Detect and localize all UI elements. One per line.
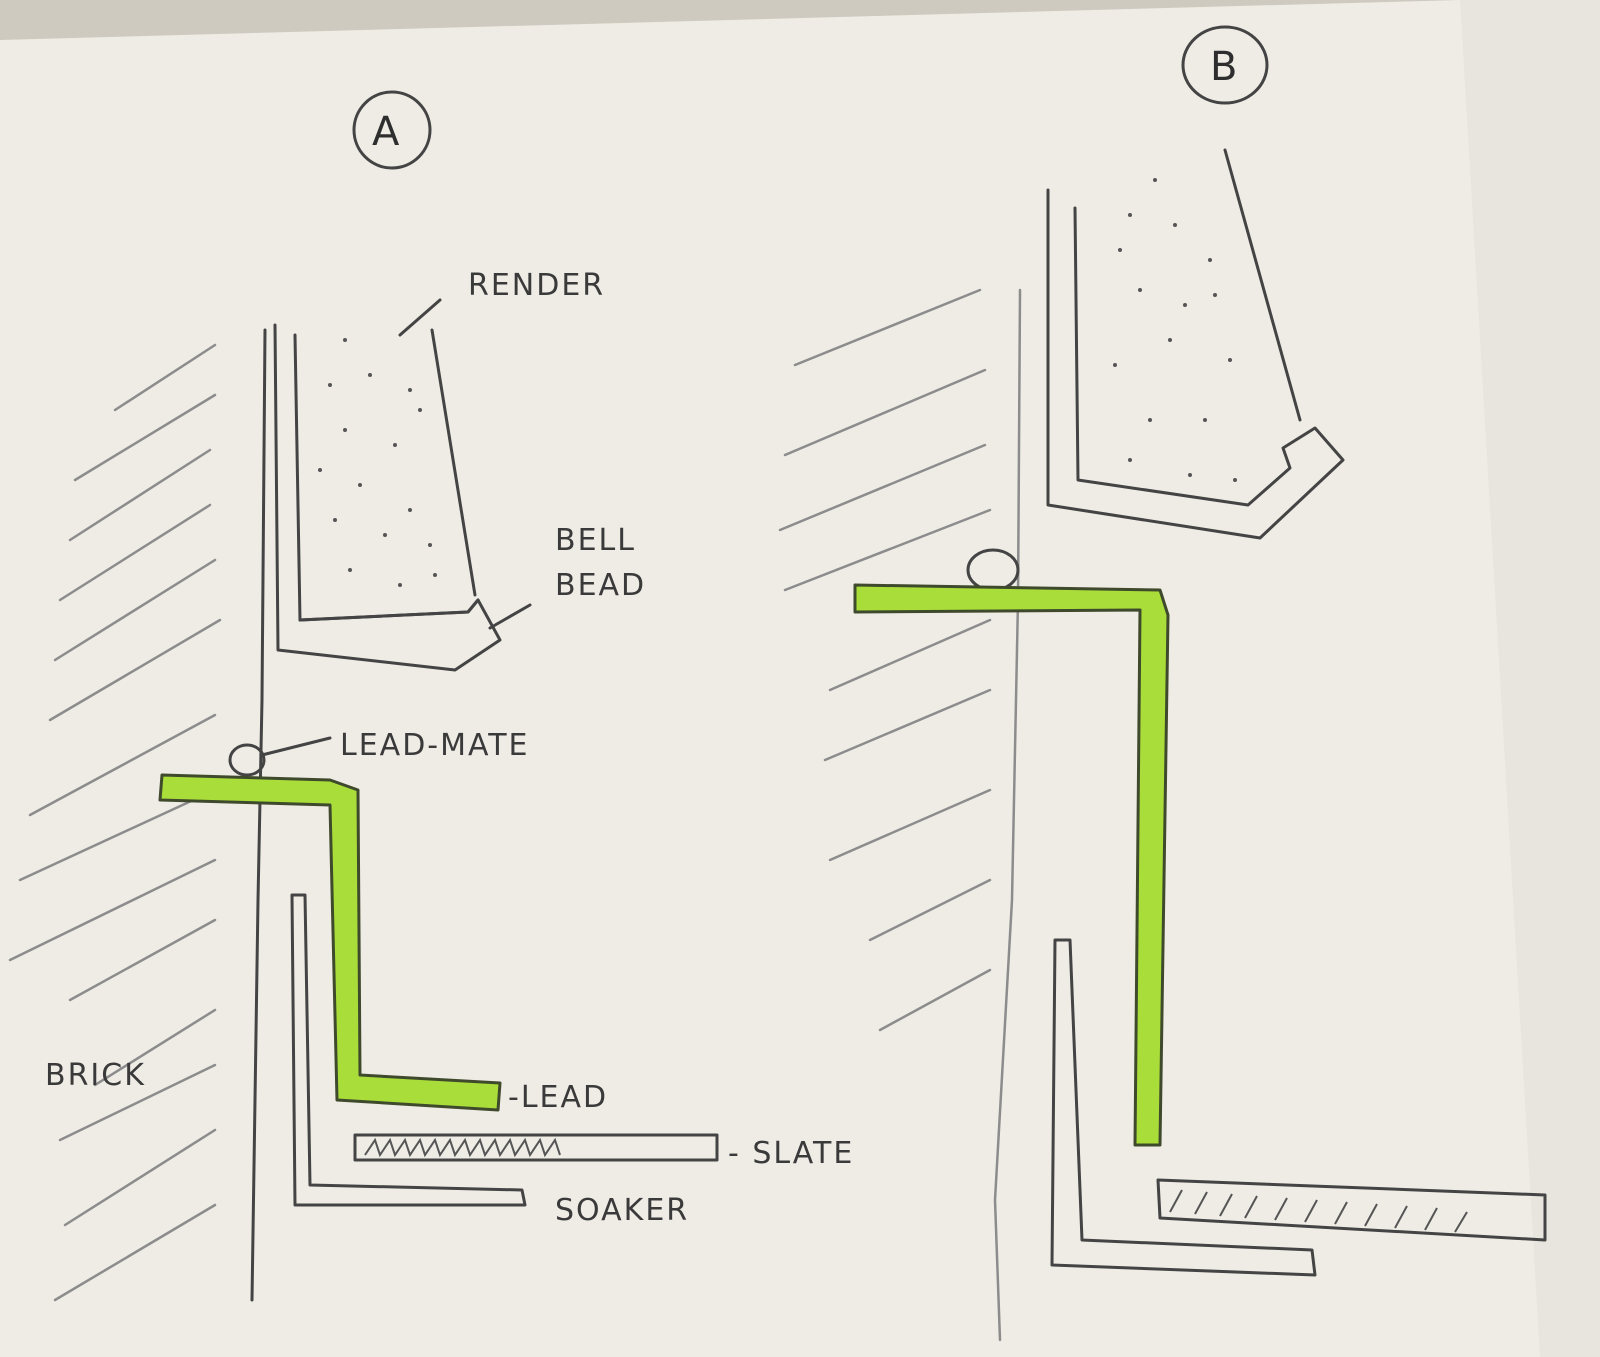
panel-a: A xyxy=(8,90,854,1302)
panel-a-circle xyxy=(352,90,432,170)
label-bell: BELL xyxy=(555,523,636,558)
render-body-b xyxy=(1046,188,1345,540)
render-outer-a xyxy=(430,328,477,597)
render-texture-a xyxy=(318,338,437,587)
label-slate: - SLATE xyxy=(728,1136,854,1171)
slate-hatch-a xyxy=(364,1137,561,1158)
brick-hatching-a xyxy=(8,343,222,1302)
soaker-a xyxy=(290,893,527,1207)
panel-b-letter: B xyxy=(1210,44,1237,90)
brick-hatching-b xyxy=(778,288,992,1032)
label-render: RENDER xyxy=(468,268,605,303)
slate-hatch-b xyxy=(1169,1189,1468,1233)
label-bead: BEAD xyxy=(555,568,646,603)
label-lead-mate: LEAD-MATE xyxy=(340,728,529,763)
label-lead: -LEAD xyxy=(508,1080,608,1115)
panel-a-letter: A xyxy=(372,109,400,155)
slate-b xyxy=(1156,1178,1547,1242)
lead-flashing-b xyxy=(853,583,1170,1147)
render-outer-b xyxy=(1223,148,1302,422)
panel-b-circle xyxy=(1181,25,1269,105)
label-brick: BRICK xyxy=(45,1058,146,1093)
render-texture-b xyxy=(1113,178,1237,482)
soaker-b xyxy=(1050,938,1317,1277)
lead-mate-a xyxy=(228,743,266,777)
lead-flashing-a xyxy=(158,773,502,1112)
wall-face-b xyxy=(993,288,1022,1342)
slate-a xyxy=(353,1133,719,1162)
panel-b: B xyxy=(778,25,1547,1342)
label-soaker: SOAKER xyxy=(555,1193,689,1228)
